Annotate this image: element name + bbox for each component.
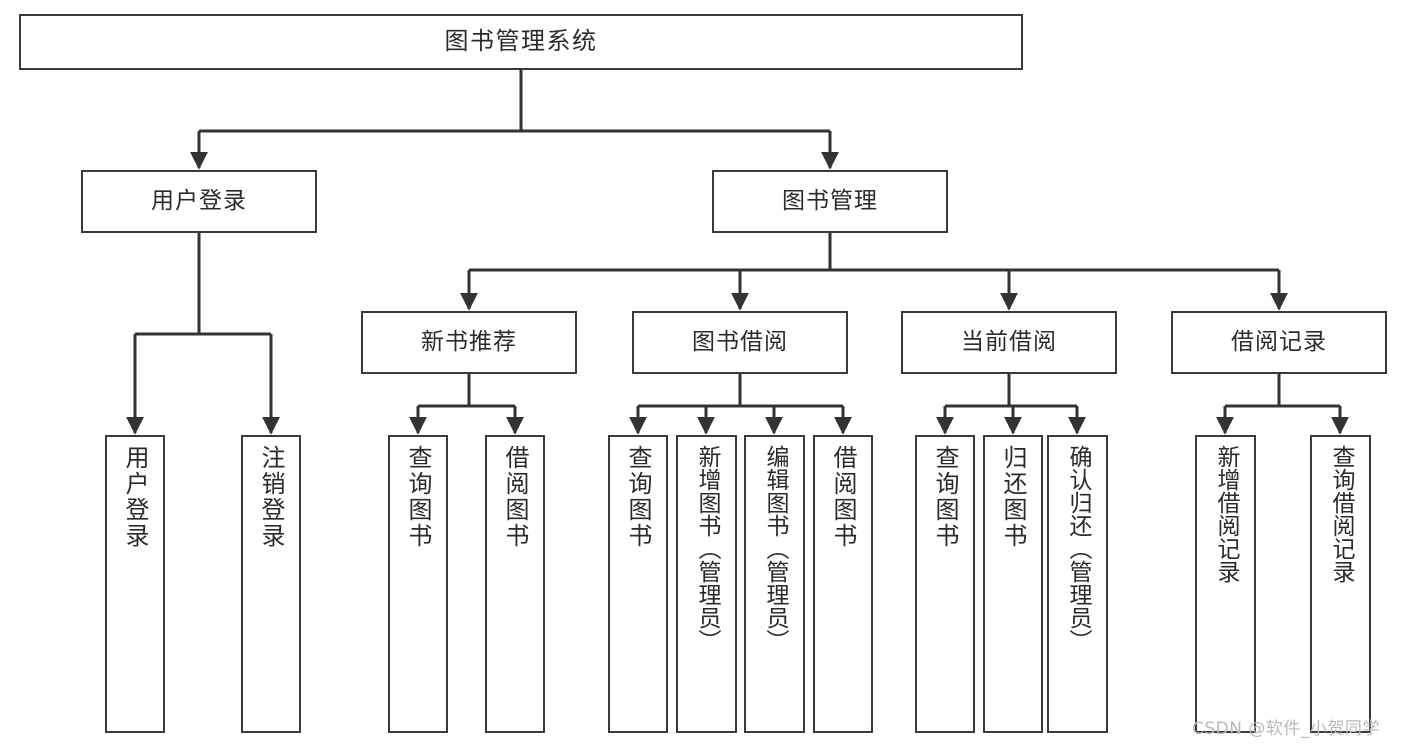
- node-label: 查询图书: [931, 445, 959, 549]
- node-label: 查询图书: [624, 445, 652, 549]
- node-label: 借阅图书: [501, 445, 529, 549]
- node-label: 新增图书（管理员）: [694, 445, 720, 652]
- node-book-borrow[interactable]: 图书借阅: [632, 311, 848, 374]
- node-borrow-record[interactable]: 借阅记录: [1171, 311, 1387, 374]
- node-leaf-borrow-book-2[interactable]: 借阅图书: [813, 435, 873, 733]
- watermark-text: CSDN @软件_小贺同学: [1192, 719, 1380, 739]
- node-new-book-recommend[interactable]: 新书推荐: [361, 311, 577, 374]
- node-label: 图书借阅: [692, 329, 788, 356]
- node-current-borrow[interactable]: 当前借阅: [901, 311, 1117, 374]
- node-label: 当前借阅: [961, 329, 1057, 356]
- node-label: 查询借阅记录: [1328, 445, 1354, 583]
- node-label: 查询图书: [404, 445, 432, 549]
- node-label: 用户登录: [151, 188, 247, 215]
- node-leaf-confirm-return[interactable]: 确认归还（管理员）: [1047, 435, 1108, 733]
- node-label: 确认归还（管理员）: [1065, 445, 1091, 652]
- node-user-login[interactable]: 用户登录: [81, 170, 317, 233]
- node-leaf-add-record[interactable]: 新增借阅记录: [1195, 435, 1256, 733]
- node-leaf-query-book-1[interactable]: 查询图书: [388, 435, 448, 733]
- node-label: 图书管理: [782, 188, 878, 215]
- node-label: 注销登录: [257, 445, 285, 549]
- node-leaf-return-book[interactable]: 归还图书: [983, 435, 1043, 733]
- node-leaf-edit-book[interactable]: 编辑图书（管理员）: [744, 435, 805, 733]
- node-leaf-query-record[interactable]: 查询借阅记录: [1310, 435, 1371, 733]
- node-leaf-borrow-book-1[interactable]: 借阅图书: [485, 435, 545, 733]
- node-label: 编辑图书（管理员）: [762, 445, 788, 652]
- node-book-management[interactable]: 图书管理: [712, 170, 948, 233]
- node-leaf-user-logout[interactable]: 注销登录: [241, 435, 301, 733]
- node-label: 新书推荐: [421, 329, 517, 356]
- node-leaf-query-book-2[interactable]: 查询图书: [608, 435, 668, 733]
- node-label: 借阅图书: [829, 445, 857, 549]
- node-label: 用户登录: [121, 445, 149, 549]
- node-root-book-management-system[interactable]: 图书管理系统: [19, 14, 1023, 70]
- node-label: 新增借阅记录: [1213, 445, 1239, 583]
- node-label: 图书管理系统: [444, 27, 598, 56]
- node-label: 归还图书: [999, 445, 1027, 549]
- node-label: 借阅记录: [1231, 329, 1327, 356]
- node-leaf-user-login[interactable]: 用户登录: [105, 435, 165, 733]
- node-leaf-add-book[interactable]: 新增图书（管理员）: [676, 435, 737, 733]
- node-leaf-query-book-3[interactable]: 查询图书: [915, 435, 975, 733]
